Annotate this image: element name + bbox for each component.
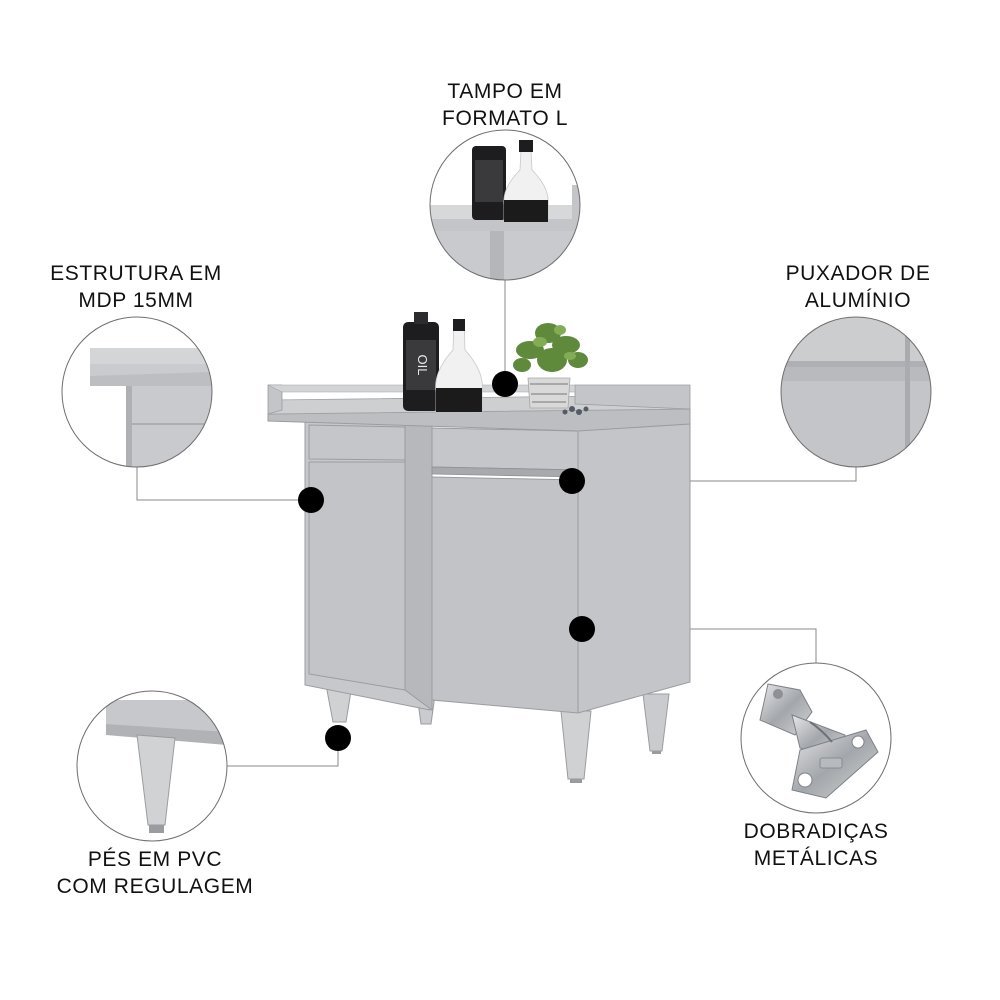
marker-dots bbox=[298, 371, 595, 751]
hinge-icon bbox=[759, 683, 879, 799]
detail-circle-dobradicas bbox=[740, 662, 892, 814]
leg-front-center bbox=[560, 710, 592, 780]
label-tampo-line1: TAMPO EM bbox=[447, 80, 563, 103]
label-puxador: PUXADOR DE ALUMÍNIO bbox=[760, 260, 956, 314]
label-estrutura-line2: MDP 15MM bbox=[78, 289, 194, 312]
label-tampo-line2: FORMATO L bbox=[442, 107, 568, 130]
marker-dobradicas bbox=[569, 616, 595, 642]
label-pes-line2: COM REGULAGEM bbox=[56, 875, 254, 898]
leader-estrutura bbox=[136, 467, 311, 501]
door-right bbox=[431, 476, 579, 714]
label-estrutura: ESTRUTURA EM MDP 15MM bbox=[36, 260, 236, 314]
detail-circle-estrutura bbox=[61, 316, 213, 468]
label-dobradicas: DOBRADIÇAS METÁLICAS bbox=[726, 818, 906, 872]
bottle-oil-text: OIL bbox=[415, 355, 430, 376]
label-puxador-line1: PUXADOR DE bbox=[785, 262, 931, 285]
label-dobradicas-line2: METÁLICAS bbox=[753, 847, 879, 870]
leg-right bbox=[642, 693, 670, 752]
label-tampo: TAMPO EM FORMATO L bbox=[420, 78, 590, 132]
drawer-left bbox=[308, 424, 406, 461]
marker-puxador bbox=[559, 468, 585, 494]
detail-circle-tampo bbox=[429, 129, 581, 281]
cabinet bbox=[267, 384, 691, 783]
label-pes-line1: PÉS EM PVC bbox=[87, 848, 223, 871]
label-pes: PÉS EM PVC COM REGULAGEM bbox=[40, 846, 270, 900]
detail-circle-pes bbox=[76, 690, 228, 842]
marker-estrutura bbox=[298, 487, 324, 513]
label-dobradicas-line1: DOBRADIÇAS bbox=[743, 820, 889, 843]
detail-circle-puxador bbox=[780, 316, 932, 468]
decor-objects: OIL bbox=[403, 312, 589, 415]
drawer-right bbox=[431, 427, 579, 471]
label-puxador-line2: ALUMÍNIO bbox=[804, 289, 912, 312]
label-estrutura-line1: ESTRUTURA EM bbox=[50, 262, 222, 285]
marker-pes bbox=[325, 725, 351, 751]
leader-pes bbox=[227, 738, 339, 767]
marker-tampo bbox=[492, 371, 518, 397]
